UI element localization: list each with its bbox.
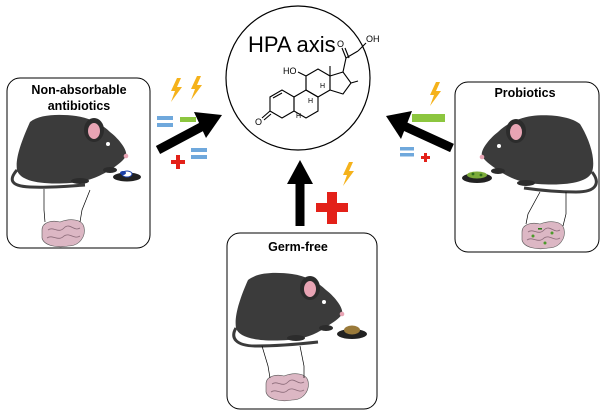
plus-sign-icon: [421, 153, 430, 162]
zoom-line: [562, 192, 567, 227]
atom-h-2: H: [320, 83, 325, 90]
mouse-icon: [479, 115, 598, 194]
equals-sign-icon: [400, 147, 414, 157]
zoom-line: [43, 189, 46, 223]
minus-sign-icon: [412, 114, 445, 122]
probiotics-label: Probiotics: [494, 86, 556, 100]
mouse-icon: [232, 272, 345, 348]
zoom-line: [525, 191, 541, 225]
lightning-bolt-icon: [191, 76, 202, 100]
germ-free-label: Germ-free: [268, 240, 328, 254]
plus-sign-icon: [316, 192, 348, 224]
zoom-line: [299, 345, 305, 378]
plus-sign-icon: [171, 155, 185, 169]
lightning-bolt-icon: [343, 162, 354, 186]
probiotic-dish-icon: [462, 171, 492, 183]
atom-oh-side: OH: [366, 34, 380, 44]
lightning-bolt-icon: [171, 78, 182, 102]
gut-icon: [41, 219, 85, 248]
hpa-axis-title: HPA axis: [248, 32, 336, 57]
zoom-line: [79, 189, 91, 223]
minus-sign-icon: [180, 117, 196, 122]
lightning-bolt-icon: [430, 82, 441, 106]
food-dish-icon: [337, 325, 367, 339]
gut-icon: [521, 221, 565, 250]
arrow-antibiotics-to-hpa: [155, 112, 222, 154]
atom-o-side: O: [337, 39, 344, 49]
gut-icon: [265, 373, 309, 402]
equals-sign-icon: [157, 116, 173, 127]
arrow-germfree-to-hpa: [287, 160, 313, 226]
arrow-probiotics-to-hpa: [386, 111, 454, 153]
atom-o-ketone: O: [255, 117, 262, 127]
steroid-molecule-icon: [261, 42, 367, 121]
atom-h-1: H: [308, 98, 313, 105]
antibiotics-label: Non-absorbable antibiotics: [31, 83, 127, 113]
atom-h-3: H: [296, 113, 301, 120]
atom-ho: HO: [283, 66, 297, 76]
zoom-line: [261, 345, 271, 379]
equals-sign-icon: [191, 148, 207, 159]
mouse-icon: [10, 114, 129, 189]
hpa-circle: [225, 5, 371, 151]
pill-dish-icon: [113, 170, 141, 182]
molecule-atom-labels: O OH HO H H H O: [255, 34, 380, 127]
